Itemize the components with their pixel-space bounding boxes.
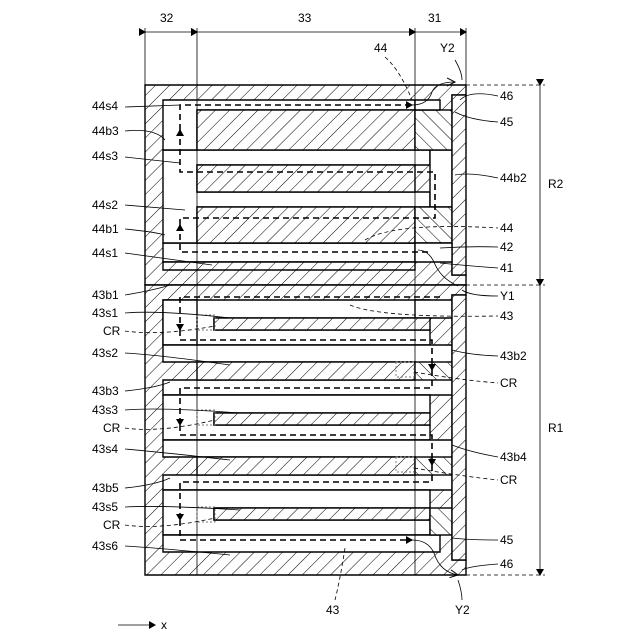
ref-44b1: 44b1 [92,222,119,236]
ref-cr-3: CR [103,421,121,435]
region-31-label: 31 [428,11,442,25]
ref-44s4: 44s4 [92,99,118,113]
ref-43b4: 43b4 [500,450,527,464]
r-dimensions [466,85,545,575]
ref-cr-1: CR [103,324,121,338]
lower-plate [145,285,466,575]
region-33-label: 33 [298,11,312,25]
ref-43s4: 43s4 [92,442,118,456]
region-32-label: 32 [160,11,174,25]
x-axis-label: x [161,618,167,632]
ref-r2: R2 [548,177,564,191]
region-dimension-bar: 32 33 31 [145,11,466,85]
ref-46-bot: 46 [500,557,514,571]
x-axis-indicator: x [118,618,167,632]
ref-44s3: 44s3 [92,149,118,163]
ref-43s6: 43s6 [92,539,118,553]
ref-46-top: 46 [500,89,514,103]
ref-43s1: 43s1 [92,306,118,320]
ref-43b3: 43b3 [92,384,119,398]
ref-45-bot: 45 [500,533,514,547]
ref-43s3: 43s3 [92,403,118,417]
ref-42: 42 [500,240,514,254]
ref-44s2: 44s2 [92,198,118,212]
ref-cr-4: CR [500,473,518,487]
ref-41: 41 [500,261,514,275]
ref-45-top: 45 [500,115,514,129]
ref-43b5: 43b5 [92,481,119,495]
upper-plate [145,85,466,285]
ref-44-top: 44 [374,41,388,55]
ref-cr-2: CR [500,376,518,390]
ref-43s2: 43s2 [92,346,118,360]
ref-43b2: 43b2 [500,349,527,363]
ref-43-mid: 43 [500,309,514,323]
ref-43s5: 43s5 [92,500,118,514]
ref-cr-5: CR [103,518,121,532]
ref-43b1: 43b1 [92,288,119,302]
ref-y2-bot: Y2 [455,603,470,617]
ref-43-bot: 43 [326,603,340,617]
ref-44b2: 44b2 [500,171,527,185]
ref-y2-top: Y2 [440,41,455,55]
ref-y1: Y1 [500,289,515,303]
ref-44-mid: 44 [500,221,514,235]
ref-44s1: 44s1 [92,246,118,260]
ref-44b3: 44b3 [92,124,119,138]
ref-r1: R1 [548,421,564,435]
